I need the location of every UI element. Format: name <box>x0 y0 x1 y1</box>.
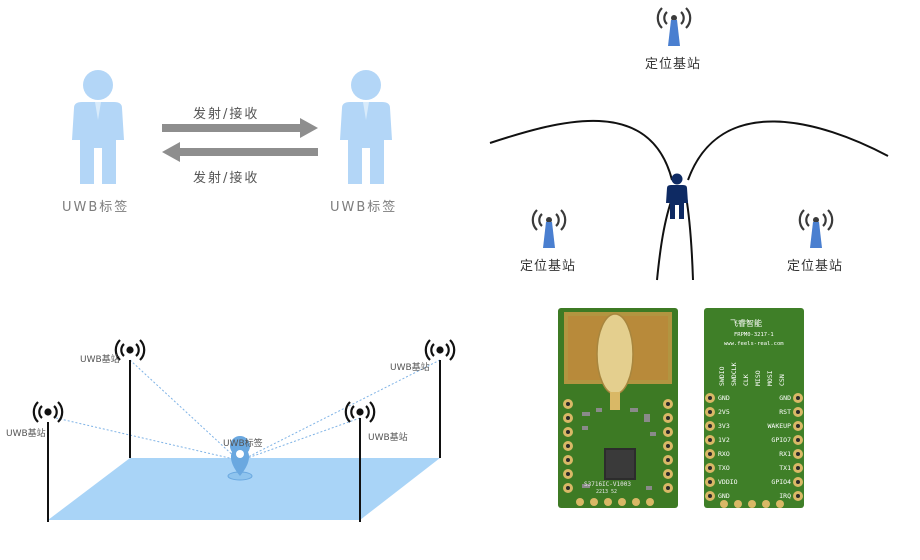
right-pin-label: RST <box>779 408 791 416</box>
right-pin-label: GND <box>779 394 791 402</box>
anchor-front-right-label: UWB基站 <box>368 433 408 443</box>
left-pin-label: GND <box>718 492 730 500</box>
right-pin-label: RX1 <box>779 450 791 458</box>
right-pin-label: IRQ <box>779 492 791 500</box>
right-pin-label: GPIO7 <box>771 436 791 444</box>
tag-person-right-icon <box>340 70 392 184</box>
tag-person-left-icon <box>72 70 124 184</box>
anchor-left-label: UWB基站 <box>6 429 46 439</box>
floor-area <box>48 458 440 520</box>
person-dark-icon <box>666 173 688 219</box>
tag-left-label: UWB标签 <box>62 200 130 215</box>
arrow-bottom-label: 发射/接收 <box>193 171 260 186</box>
left-pin-label: 2V5 <box>718 408 730 416</box>
left-pin-label: 1V2 <box>718 436 730 444</box>
module-back-board: 飞睿智能 FRPM0-3217-1 www.feels-real.com SWD… <box>704 308 804 508</box>
station-left-antenna-icon <box>531 209 567 248</box>
arrow-top-label: 发射/接收 <box>193 107 260 122</box>
station-top-antenna-icon <box>656 7 692 46</box>
top-pin-label: MOSI <box>766 370 774 386</box>
station-right-antenna-icon <box>798 209 834 248</box>
room-scene <box>32 339 456 522</box>
anchor-back-left-label: UWB基站 <box>80 355 120 365</box>
top-pin-label: MISO <box>754 370 762 386</box>
station-scene <box>489 120 889 281</box>
left-pin-label: 3V3 <box>718 422 730 430</box>
top-pin-label: SWDIO <box>718 366 726 386</box>
left-pin-label: VDDIO <box>718 478 738 486</box>
tag-right-label: UWB标签 <box>330 200 398 215</box>
left-pin-label: TXO <box>718 464 730 472</box>
station-left-label: 定位基站 <box>520 259 577 274</box>
left-pin-label: RXO <box>718 450 730 458</box>
module-front-board: S3716IC-V1003 2213 52 <box>558 308 678 508</box>
tag-location-pin-icon <box>227 436 253 481</box>
anchor-back-right-label: UWB基站 <box>390 363 430 373</box>
arrow-left-icon <box>162 142 318 162</box>
module-website: www.feels-real.com <box>724 341 784 347</box>
chip-text-2: 2213 52 <box>596 489 617 495</box>
module-brand: 飞睿智能 <box>730 318 762 328</box>
top-pin-label: CSN <box>778 374 786 386</box>
top-pin-label: CLK <box>742 374 750 386</box>
left-pin-label: GND <box>718 394 730 402</box>
right-pin-label: TX1 <box>779 464 791 472</box>
right-pin-label: GPIO4 <box>771 478 791 486</box>
room-tag-label: UWB标签 <box>223 439 263 449</box>
right-pin-label: WAKEUP <box>768 422 792 430</box>
arrow-right-icon <box>162 118 318 138</box>
station-right-label: 定位基站 <box>787 259 844 274</box>
top-pin-label: SWDCLK <box>730 362 738 386</box>
module-model: FRPM0-3217-1 <box>734 332 774 338</box>
chip-text-1: S3716IC-V1003 <box>584 481 631 488</box>
station-top-label: 定位基站 <box>645 57 702 72</box>
